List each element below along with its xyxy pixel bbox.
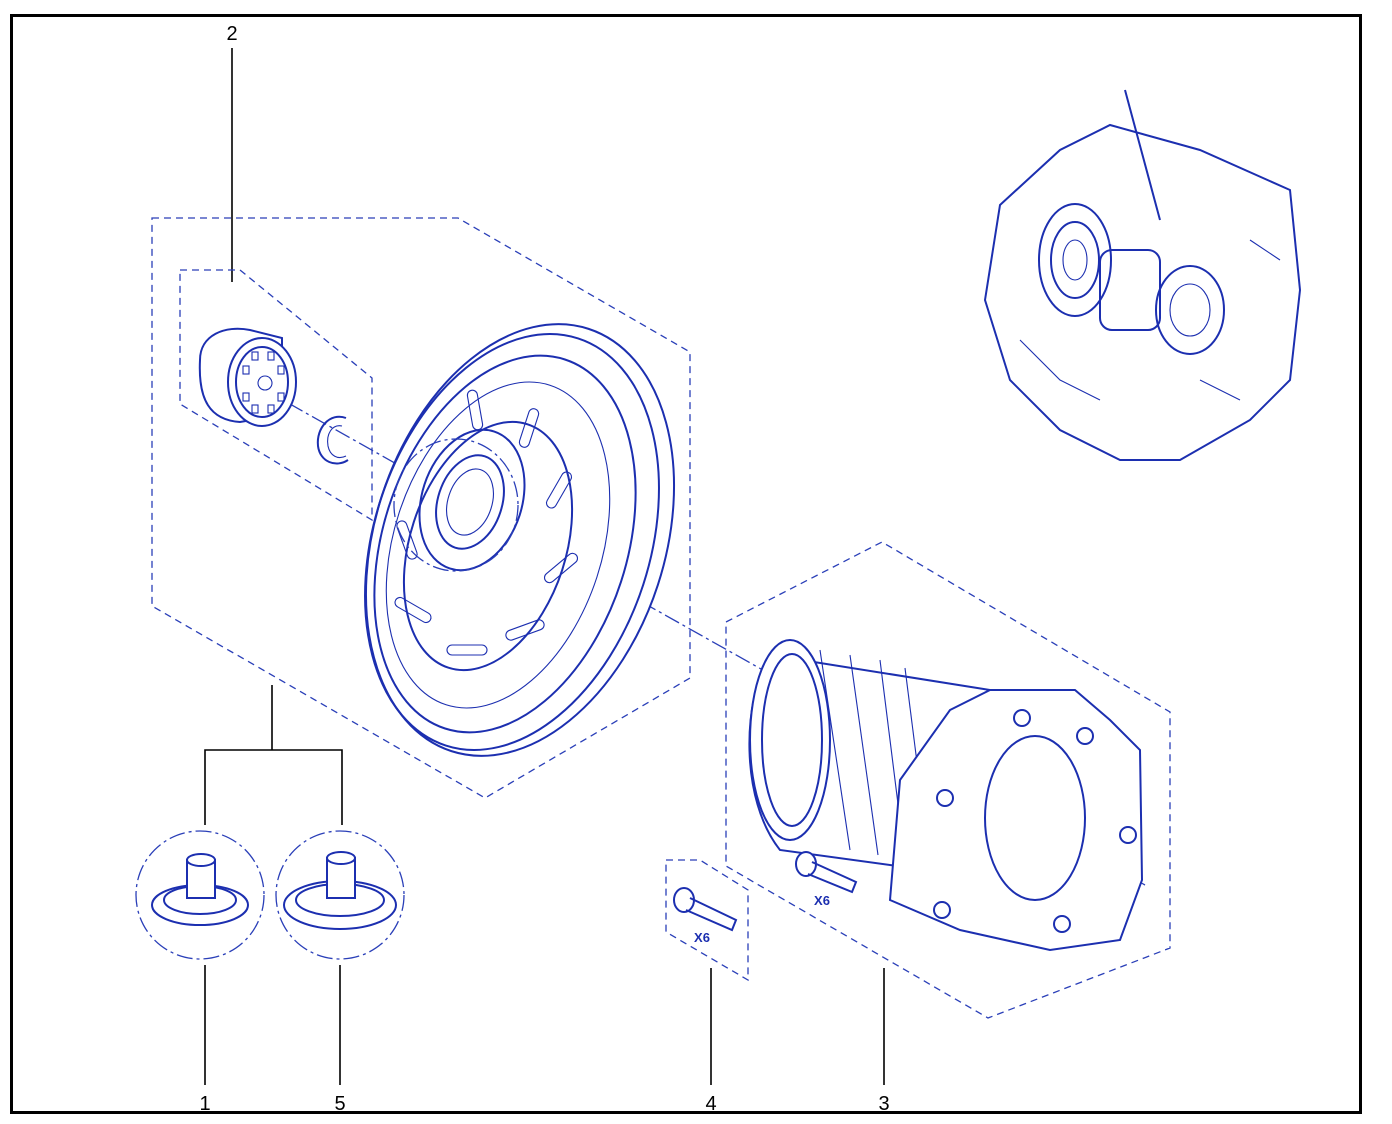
bolt-set-4: X6	[673, 887, 738, 945]
group-box-4	[665, 859, 749, 982]
group-box-3	[725, 541, 1171, 1019]
bolt-set-3: X6	[795, 851, 858, 908]
detail-part-5	[275, 830, 405, 960]
callout-5: 5	[334, 1093, 345, 1115]
callout-2: 2	[226, 23, 237, 45]
callout-3: 3	[878, 1093, 889, 1115]
group-box-filter	[179, 269, 373, 522]
leader-bracket-1-5	[204, 749, 343, 825]
clutch-disc	[364, 323, 676, 757]
transmission-thumbnail	[983, 89, 1302, 461]
qty-label-3: X6	[814, 893, 830, 908]
clutch-disc-slots	[394, 389, 579, 656]
qty-label-4: X6	[694, 930, 710, 945]
leader-lines	[204, 48, 885, 1085]
detail-part-1	[135, 830, 265, 960]
filter-element	[198, 327, 297, 427]
callout-1: 1	[199, 1093, 210, 1115]
callout-4: 4	[705, 1093, 716, 1115]
group-box-2	[151, 217, 691, 799]
hub-detail-circle	[393, 438, 519, 572]
snap-ring	[316, 415, 349, 465]
flange-plate	[888, 689, 1144, 952]
